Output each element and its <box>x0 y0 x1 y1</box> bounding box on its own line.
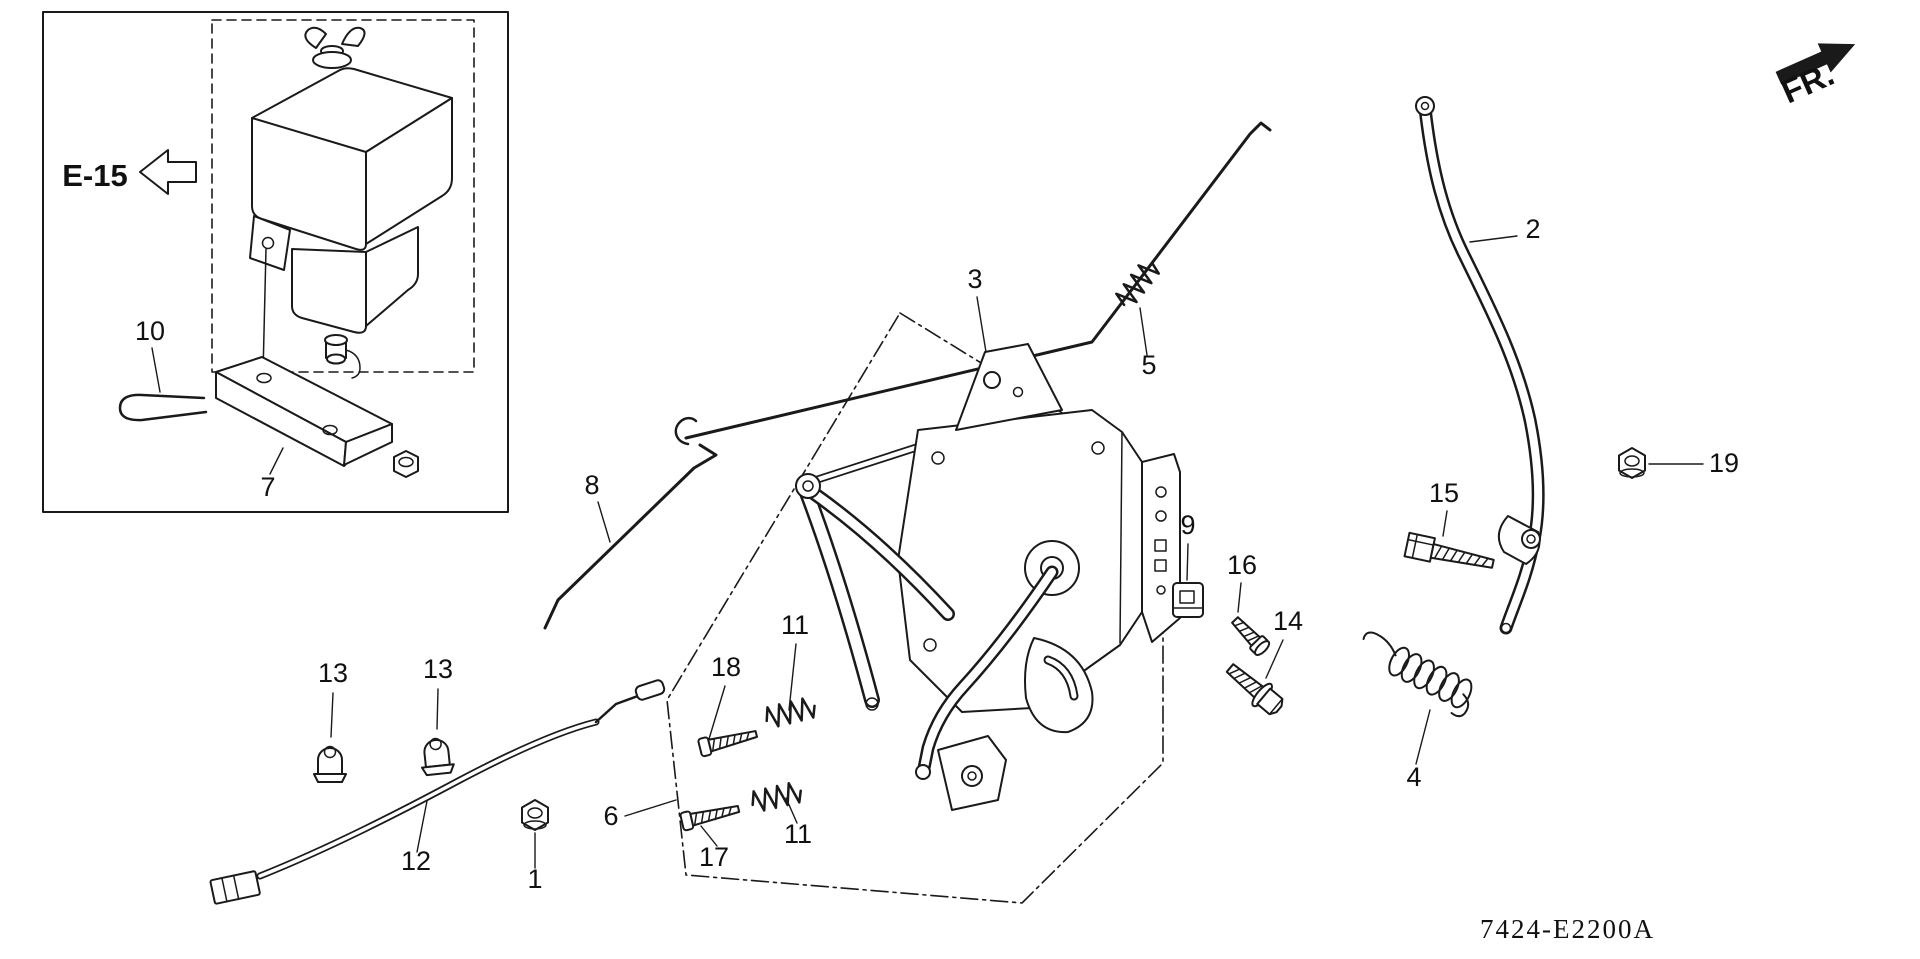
callout-part-13-left: 13 <box>318 658 348 688</box>
callout-part-19: 19 <box>1709 448 1739 478</box>
part-11-spring-upper <box>765 697 816 728</box>
part-13-clip-left <box>313 745 347 783</box>
part-3-control-rod <box>674 121 1272 446</box>
callout-part-8: 8 <box>584 470 599 500</box>
part-17-screw <box>679 805 741 832</box>
callout-leader-lines <box>151 235 1704 869</box>
callout-part-5: 5 <box>1141 350 1156 380</box>
part-9-clip <box>1172 582 1204 618</box>
part-1-nut <box>521 799 549 831</box>
fuel-tank-sketch <box>249 26 453 379</box>
part-19-flange-nut <box>1618 447 1646 479</box>
inset-box <box>42 11 509 513</box>
callout-part-1: 1 <box>527 864 542 894</box>
callout-part-15: 15 <box>1429 478 1459 508</box>
fr-direction-marker: FR. <box>1775 43 1856 110</box>
e15-reference: E-15 <box>62 149 197 195</box>
callout-part-3: 3 <box>967 264 982 294</box>
part-15-bolt <box>1403 531 1495 569</box>
part-5-spring <box>1115 262 1161 307</box>
tank-petcock <box>324 334 361 379</box>
part-2-control-lever <box>1415 96 1545 635</box>
callout-part-14: 14 <box>1273 606 1303 636</box>
callout-part-11-upper: 11 <box>781 610 809 640</box>
callout-part-9: 9 <box>1180 510 1195 540</box>
inset-reference-label: E-15 <box>62 158 127 193</box>
callout-part-11-lower: 11 <box>784 819 812 849</box>
callout-part-18: 18 <box>711 652 741 682</box>
left-block-arrow-icon <box>139 149 197 195</box>
callout-part-16: 16 <box>1227 550 1257 580</box>
part-6-control-base-assembly <box>795 343 1181 811</box>
callout-part-13-right: 13 <box>423 654 453 684</box>
part-11-spring-lower <box>751 782 802 812</box>
callout-part-4: 4 <box>1406 762 1421 792</box>
part-7-nut <box>393 450 419 478</box>
callout-part-12: 12 <box>401 846 431 876</box>
part-13-clip-right <box>420 737 455 777</box>
part-16-screw <box>1231 616 1271 656</box>
part-8-rod <box>543 443 718 630</box>
callout-part-2: 2 <box>1525 214 1540 244</box>
part-10-cotter-pin <box>118 393 208 422</box>
part-18-screw <box>697 730 759 758</box>
part-14-flange-bolt <box>1225 663 1284 716</box>
callout-part-6: 6 <box>603 801 618 831</box>
part-4-tension-spring <box>1362 631 1473 718</box>
tank-cap <box>304 26 366 69</box>
callout-part-10: 10 <box>135 316 165 346</box>
drawing-code: 7424-E2200A <box>1480 914 1655 944</box>
callout-part-17: 17 <box>699 842 729 872</box>
inset-dashed-outline <box>211 19 475 373</box>
part-12-throttle-cable <box>209 679 666 905</box>
fr-arrow-icon <box>1775 43 1856 85</box>
callout-part-7: 7 <box>260 472 275 502</box>
part-7-bracket <box>215 356 393 467</box>
